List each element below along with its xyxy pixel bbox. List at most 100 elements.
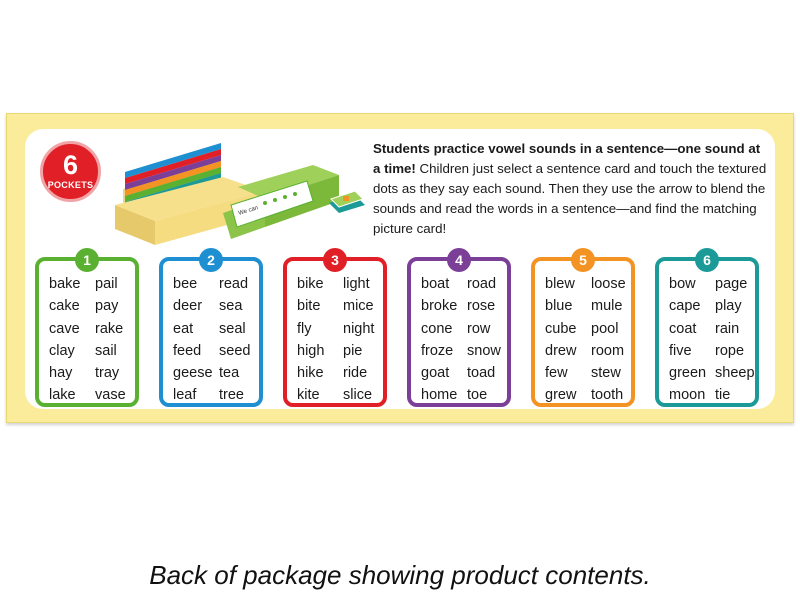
word: seed xyxy=(219,342,251,359)
word: stew xyxy=(591,365,621,382)
word: home xyxy=(421,387,458,404)
package-back-panel: 6 POCKETS We can xyxy=(6,113,794,423)
word: snow xyxy=(467,342,501,359)
word: tie xyxy=(715,387,731,404)
word: bake xyxy=(49,276,81,292)
word: night xyxy=(343,320,375,337)
word: grew xyxy=(545,387,577,404)
word-column: road rose row snow toad toe xyxy=(467,273,501,407)
word: bike xyxy=(297,276,324,292)
badge-label: POCKETS xyxy=(47,180,94,190)
word: few xyxy=(545,365,568,382)
word: high xyxy=(297,342,325,359)
word-column: pail pay rake sail tray vase xyxy=(95,273,126,407)
word: loose xyxy=(591,276,626,292)
word: toad xyxy=(467,365,496,382)
word: blue xyxy=(545,298,573,315)
word: pail xyxy=(95,276,118,292)
word: page xyxy=(715,276,748,292)
word-column: bike bite fly high hike kite xyxy=(297,273,324,407)
word: rope xyxy=(715,342,745,359)
word: rose xyxy=(467,298,496,315)
word: seal xyxy=(219,320,246,337)
product-image: We can xyxy=(115,143,365,245)
word: leaf xyxy=(173,387,197,404)
word: tree xyxy=(219,387,244,404)
word: mice xyxy=(343,298,374,315)
word-column: read sea seal seed tea tree xyxy=(219,273,250,407)
pocket-number: 2 xyxy=(199,248,223,272)
word: room xyxy=(591,342,625,359)
word: cake xyxy=(49,298,80,315)
word: coat xyxy=(669,320,697,337)
word: bite xyxy=(297,298,321,315)
pocket-3: 3 bike bite fly high hike kite light mice night pi… xyxy=(283,248,387,407)
word: broke xyxy=(421,298,458,315)
card-text: We can xyxy=(238,205,259,217)
badge-number: 6 xyxy=(62,150,79,180)
word: rain xyxy=(715,320,740,337)
word: bee xyxy=(173,276,198,292)
word: road xyxy=(467,276,497,292)
word: tooth xyxy=(591,387,624,404)
word: geese xyxy=(173,365,213,382)
word: read xyxy=(219,276,249,292)
pockets-badge: 6 POCKETS xyxy=(40,141,101,202)
word: play xyxy=(715,298,742,315)
word: ride xyxy=(343,365,368,382)
word: fly xyxy=(297,320,312,337)
description-headline: Students practice vowel sounds in a sent… xyxy=(373,141,761,176)
pocket-4: 4 boat broke cone froze goat home road rose row sn… xyxy=(407,248,511,407)
word: hay xyxy=(49,365,73,382)
word: blew xyxy=(545,276,575,292)
word: sail xyxy=(95,342,117,359)
word: vase xyxy=(95,387,126,404)
product-description: Students practice vowel sounds in a sent… xyxy=(373,139,771,239)
word: lake xyxy=(49,387,76,404)
content-card: 6 POCKETS We can xyxy=(25,129,775,409)
pocket-number: 6 xyxy=(695,248,719,272)
word: sea xyxy=(219,298,243,315)
word: green xyxy=(669,365,707,382)
word: boat xyxy=(421,276,450,292)
pocket-number: 3 xyxy=(323,248,347,272)
word: rake xyxy=(95,320,124,337)
word: five xyxy=(669,342,692,359)
word: mule xyxy=(591,298,623,315)
word: goat xyxy=(421,365,450,382)
word: row xyxy=(467,320,491,337)
word-column: page play rain rope sheep tie xyxy=(715,273,755,407)
description-body: Children just select a sentence card and… xyxy=(373,161,767,236)
word: moon xyxy=(669,387,706,404)
word: toe xyxy=(467,387,488,404)
image-caption: Back of package showing product contents… xyxy=(149,560,651,590)
word: light xyxy=(343,276,370,292)
word: slice xyxy=(343,387,373,404)
word: tea xyxy=(219,365,240,382)
word: bow xyxy=(669,276,696,292)
word-column: loose mule pool room stew tooth xyxy=(591,273,626,407)
word: froze xyxy=(421,342,454,359)
pocket-number: 1 xyxy=(75,248,99,272)
word: eat xyxy=(173,320,194,337)
word: drew xyxy=(545,342,577,359)
word: pay xyxy=(95,298,119,315)
word: cone xyxy=(421,320,453,337)
word: pool xyxy=(591,320,619,337)
word: hike xyxy=(297,365,324,382)
word: kite xyxy=(297,387,320,404)
word: tray xyxy=(95,365,120,382)
pocket-number: 4 xyxy=(447,248,471,272)
word: sheep xyxy=(715,365,755,382)
pocket-number: 5 xyxy=(571,248,595,272)
word: pie xyxy=(343,342,363,359)
word-column: light mice night pie ride slice xyxy=(343,273,374,407)
